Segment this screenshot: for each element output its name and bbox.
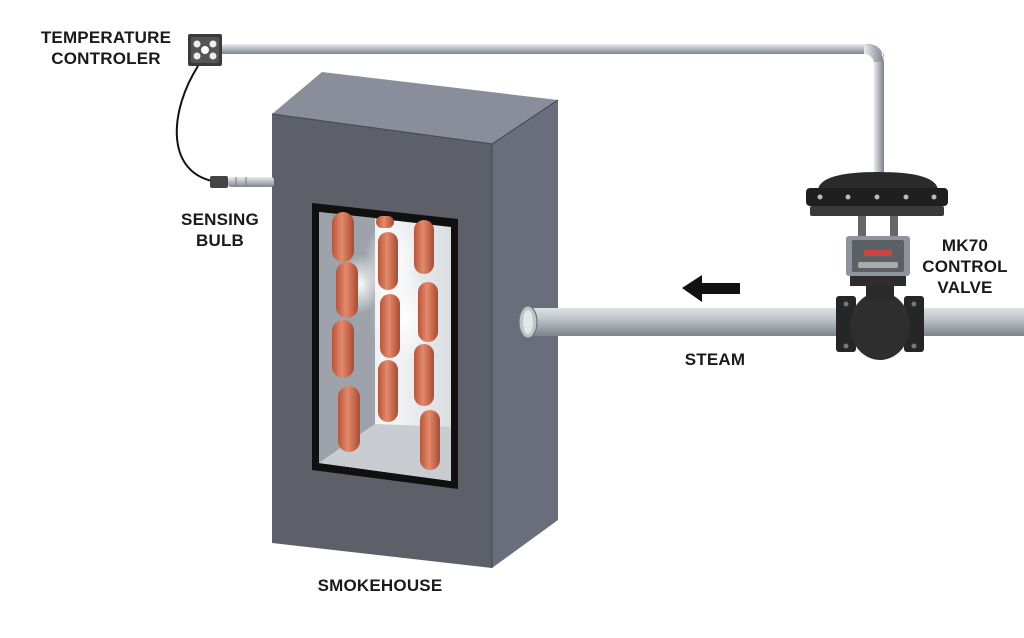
sensing-bulb-label: SENSING BULB <box>170 209 270 251</box>
arrow-left-icon <box>682 275 740 302</box>
signal-pipe <box>220 44 884 180</box>
control-valve-label-line3: VALVE <box>937 278 993 297</box>
temperature-controller-icon <box>188 34 222 66</box>
temperature-controller-label-line2: CONTROLER <box>51 49 161 68</box>
control-valve-icon <box>806 172 948 360</box>
sensing-bulb-icon <box>210 176 274 188</box>
control-valve-label: MK70 CONTROL VALVE <box>910 235 1020 298</box>
smokehouse-label: SMOKEHOUSE <box>317 576 443 595</box>
control-valve-label-line2: CONTROL <box>922 257 1008 276</box>
sausages <box>332 212 440 470</box>
sensing-bulb-label-line1: SENSING <box>181 210 259 229</box>
steam-pipe <box>518 305 1024 339</box>
temperature-controller-label: TEMPERATURE CONTROLER <box>32 27 180 69</box>
control-valve-label-line1: MK70 <box>941 236 989 255</box>
sensing-cable <box>175 65 213 182</box>
sensing-bulb-label-line2: BULB <box>195 231 244 250</box>
temperature-controller-label-line1: TEMPERATURE <box>40 28 172 47</box>
steam-label: STEAM <box>684 350 746 369</box>
